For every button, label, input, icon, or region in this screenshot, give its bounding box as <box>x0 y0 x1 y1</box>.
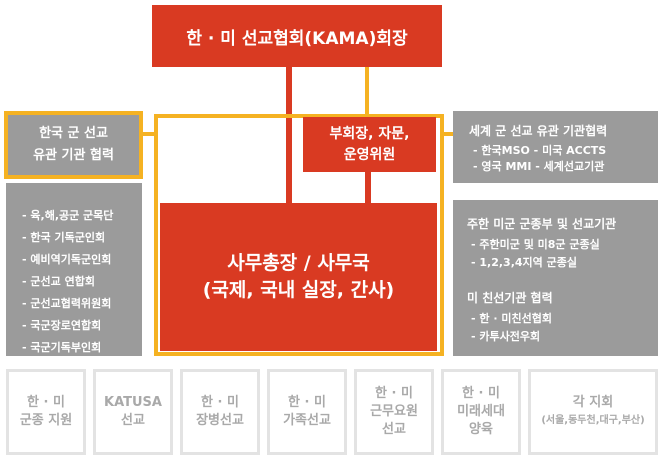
chairman-box: 한 · 미 선교협회(KAMA)회장 <box>152 5 442 67</box>
list-item: - 한국MSO - 미국 ACCTS <box>473 144 607 157</box>
ministry-line2: 군종 지원 <box>19 413 73 428</box>
ministry-box-next-generation: 한 · 미 미래세대 양육 <box>441 369 521 455</box>
ministry-line2: 미래세대 <box>457 404 505 419</box>
list-item: - 육,해,공군 군목단 <box>22 209 114 222</box>
usfk-cooperation-box: 주한 미군 군종부 및 선교기관 - 주한미군 및 미8군 군종실 - 1,2,… <box>453 200 658 356</box>
korea-cooperation-title: 한국 군 선교 유관 기관 협력 <box>8 115 139 175</box>
list-item: - 군선교 연합회 <box>22 275 95 288</box>
world-cooperation-box: 세계 군 선교 유관 기관협력 - 한국MSO - 미국 ACCTS - 영국 … <box>453 111 658 183</box>
ministry-line1: 한 · 미 <box>462 386 500 401</box>
ministry-line2: 가족선교 <box>283 413 331 428</box>
connector-right <box>443 132 453 136</box>
ministry-line1: KATUSA <box>104 395 162 410</box>
list-item: - 예비역기독군인회 <box>22 253 112 266</box>
list-item: - 한 · 미친선협회 <box>471 312 552 325</box>
us-friendship-title: 미 친선기관 협력 <box>467 291 553 305</box>
list-item: - 카투사전우회 <box>471 330 541 343</box>
ministry-line3: 선교 <box>382 422 406 437</box>
headquarters-frame <box>154 114 444 356</box>
left-title-line1: 한국 군 선교 <box>39 126 108 141</box>
world-cooperation-title: 세계 군 선교 유관 기관협력 <box>469 124 608 138</box>
list-item: - 주한미군 및 미8군 군종실 <box>471 238 600 251</box>
ministry-box-chaplain-support: 한 · 미 군종 지원 <box>6 369 86 455</box>
list-item: - 국군장로연합회 <box>22 319 102 332</box>
ministry-line2: 장병선교 <box>196 413 244 428</box>
ministry-box-katusa: KATUSA 선교 <box>93 369 173 455</box>
ministry-line1: 한 · 미 <box>375 386 413 401</box>
ministry-line2: (서울,동두천,대구,부산) <box>541 415 645 426</box>
ministry-line2: 근무요원 <box>370 404 418 419</box>
ministry-line1: 한 · 미 <box>201 395 239 410</box>
connector-chairman-to-secretariat <box>286 67 292 204</box>
ministry-box-staff: 한 · 미 근무요원 선교 <box>354 369 434 455</box>
connector-chairman-to-vice <box>365 67 369 118</box>
vice-chair-box: 부회장, 자문, 운영위원 <box>303 117 436 172</box>
ministry-line3: 양육 <box>469 422 493 437</box>
secretariat-label-line1: 사무총장 / 사무국 <box>227 252 370 274</box>
secretariat-box: 사무총장 / 사무국 (국제, 국내 실장, 간사) <box>160 203 437 351</box>
list-item: - 영국 MMI - 세계선교기관 <box>473 160 605 173</box>
vice-label-line1: 부회장, 자문, <box>329 125 410 142</box>
list-item: - 한국 기독군인회 <box>22 231 106 244</box>
chairman-label: 한 · 미 선교협회(KAMA)회장 <box>186 28 408 49</box>
list-item: - 국군기독부인회 <box>22 341 102 354</box>
ministry-box-soldiers: 한 · 미 장병선교 <box>180 369 260 455</box>
korea-cooperation-list: - 육,해,공군 군목단 - 한국 기독군인회 - 예비역기독군인회 - 군선교… <box>6 183 142 356</box>
ministry-box-family: 한 · 미 가족선교 <box>267 369 347 455</box>
korea-cooperation-title-box: 한국 군 선교 유관 기관 협력 <box>4 111 143 179</box>
left-title-line2: 유관 기관 협력 <box>33 148 114 163</box>
vice-label-line2: 운영위원 <box>343 146 396 163</box>
ministry-line2: 선교 <box>121 413 145 428</box>
secretariat-label-line2: (국제, 국내 실장, 간사) <box>202 279 395 301</box>
ministry-line1: 한 · 미 <box>288 395 326 410</box>
ministry-line1: 각 지회 <box>572 395 614 410</box>
list-item: - 군선교협력위원회 <box>22 297 112 310</box>
connector-left <box>143 132 155 136</box>
ministry-box-branches: 각 지회 (서울,동두천,대구,부산) <box>528 369 658 455</box>
usfk-chaplain-title: 주한 미군 군종부 및 선교기관 <box>467 217 617 231</box>
list-item: - 1,2,3,4지역 군종실 <box>471 256 577 269</box>
ministry-line1: 한 · 미 <box>27 395 65 410</box>
connector-vice-to-secretariat <box>365 172 371 204</box>
